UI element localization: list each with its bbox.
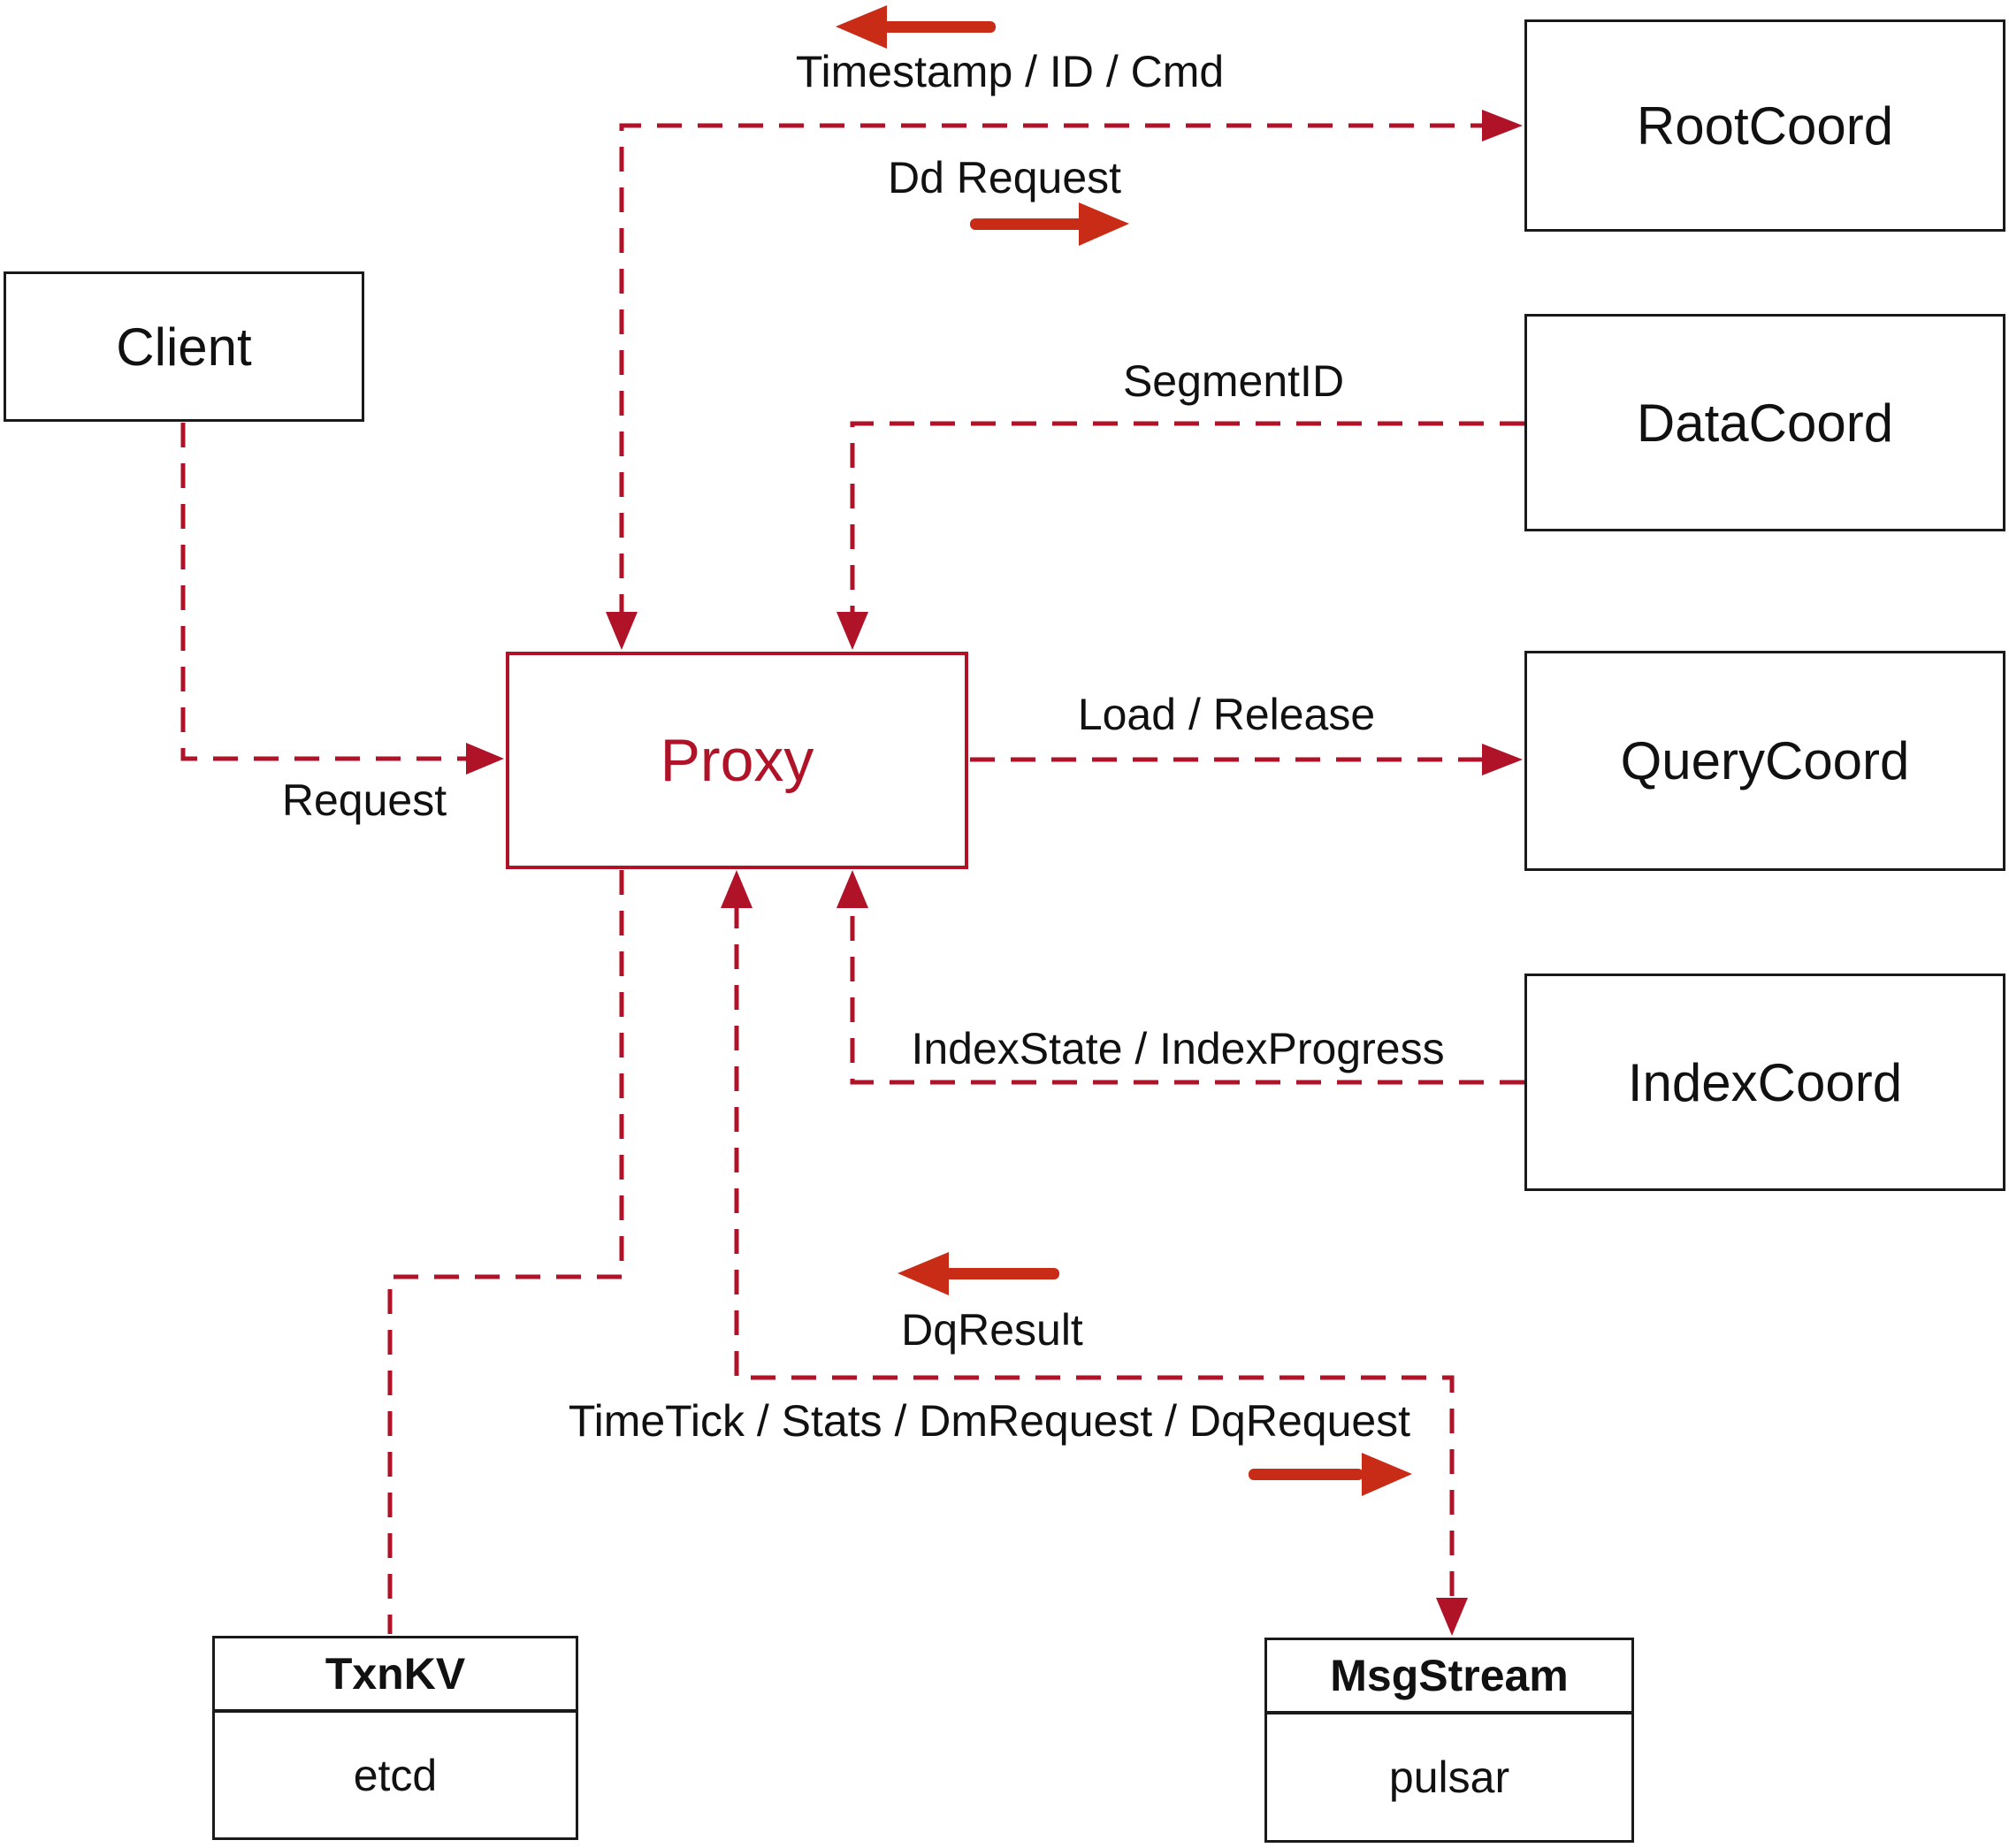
indexcoord-label: IndexCoord bbox=[1627, 1052, 1903, 1112]
edge-label-timetick-stats: TimeTick / Stats / DmRequest / DqRequest bbox=[568, 1396, 1411, 1446]
indexcoord-node: IndexCoord bbox=[1524, 974, 2005, 1191]
arrowhead-into-msgstream bbox=[1436, 1598, 1468, 1636]
msgstream-body: pulsar bbox=[1388, 1753, 1510, 1802]
dq-result-left-arrow bbox=[898, 1252, 1059, 1295]
datacoord-label: DataCoord bbox=[1636, 393, 1894, 453]
proxy-label: Proxy bbox=[660, 727, 814, 794]
edge-label-segment-id: SegmentID bbox=[1122, 356, 1345, 406]
timestamp-return-left-arrow bbox=[836, 5, 996, 49]
edge-label-dq-result: DqResult bbox=[901, 1305, 1083, 1355]
edge-indexcoord-proxy bbox=[850, 904, 1524, 1085]
txnkv-body: etcd bbox=[353, 1750, 438, 1800]
txnkv-title: TxnKV bbox=[215, 1638, 576, 1713]
edge-proxy-msgstream bbox=[734, 904, 1455, 1602]
edge-label-load-release: Load / Release bbox=[1077, 690, 1376, 739]
edge-label-timestamp-id-cmd: Timestamp / ID / Cmd bbox=[795, 47, 1225, 96]
edge-label-index-state-progress: IndexState / IndexProgress bbox=[911, 1024, 1445, 1073]
rootcoord-node: RootCoord bbox=[1524, 19, 2005, 232]
edge-proxy-rootcoord bbox=[619, 123, 1493, 619]
dd-request-right-arrow bbox=[970, 202, 1129, 246]
client-node: Client bbox=[4, 271, 364, 422]
arrowhead-into-proxy-top-left bbox=[606, 612, 638, 650]
querycoord-label: QueryCoord bbox=[1620, 731, 1910, 790]
timetick-send-right-arrow bbox=[1249, 1453, 1412, 1496]
msgstream-title: MsgStream bbox=[1267, 1640, 1631, 1714]
arrowhead-into-querycoord bbox=[1482, 744, 1523, 775]
edge-label-request: Request bbox=[281, 775, 447, 825]
edge-label-dd-request: Dd Request bbox=[887, 153, 1122, 202]
arrowhead-into-proxy-bottom-right bbox=[836, 870, 868, 908]
edge-proxy-txnkv bbox=[387, 870, 624, 1634]
txnkv-node: TxnKV etcd bbox=[212, 1636, 578, 1840]
datacoord-node: DataCoord bbox=[1524, 314, 2005, 531]
arrowhead-into-rootcoord bbox=[1482, 110, 1523, 141]
msgstream-node: MsgStream pulsar bbox=[1264, 1638, 1634, 1843]
arrowhead-into-proxy-left bbox=[466, 743, 504, 775]
edge-datacoord-proxy bbox=[850, 421, 1524, 619]
rootcoord-label: RootCoord bbox=[1636, 95, 1894, 156]
arrowhead-into-proxy-top-right bbox=[836, 612, 868, 650]
client-label: Client bbox=[116, 317, 252, 377]
edge-client-proxy bbox=[180, 423, 475, 761]
querycoord-node: QueryCoord bbox=[1524, 651, 2005, 871]
arrowhead-into-proxy-bottom-left bbox=[721, 870, 752, 908]
proxy-node: Proxy bbox=[506, 652, 968, 869]
